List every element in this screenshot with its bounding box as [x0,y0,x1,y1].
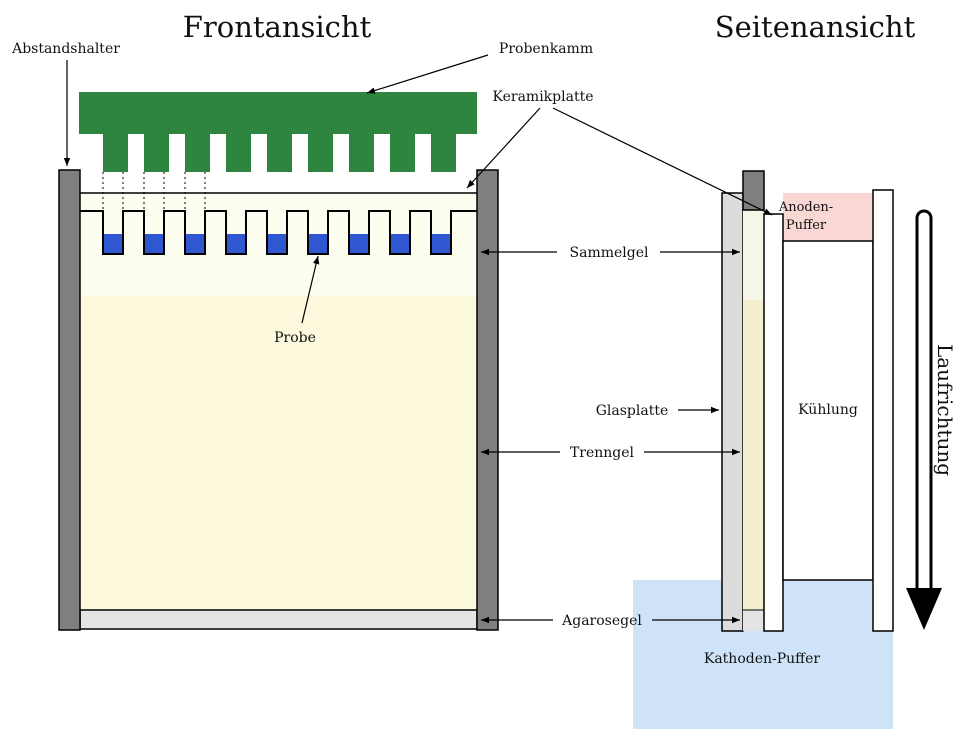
comb-label: Probenkamm [499,41,593,57]
side-view [633,170,942,729]
leader-lines [63,54,773,624]
sample-well [349,234,369,253]
spacer-right [476,169,499,631]
running-direction-arrowhead [906,588,942,630]
cathode-buffer-label: Kathoden-Puffer [704,651,821,667]
anode-buffer [783,193,873,241]
side-view-title: Seitenansicht [715,10,916,44]
ceramic-plate-side [763,213,784,632]
gel-side-stacking [743,210,764,300]
sample-leader [301,255,320,324]
anode-buffer-label-line2: Puffer [786,218,827,233]
spacer-label: Abstandshalter [11,41,120,57]
sample-label: Probe [274,330,316,346]
spacer-left [58,169,81,631]
resolving-gel-front [80,296,477,610]
sample-well [103,234,123,253]
cooling-label: Kühlung [798,402,858,418]
glass-plate-label: Glasplatte [596,403,669,419]
ceramic-leader-side [552,107,773,216]
sample-well [390,234,410,253]
run-direction-label: Laufrichtung [933,344,957,476]
sample-well [185,234,205,253]
sample-well [226,234,246,253]
front-view [58,92,499,631]
anode-buffer-label-line1: Anoden- [778,200,833,215]
comb-guide-lines [102,172,206,211]
sample-comb [79,92,477,172]
agarose-gel-label: Agarosegel [561,613,642,629]
cooling-chamber [782,240,874,581]
agarose-gel-front [79,609,478,630]
front-view-title: Frontansicht [183,10,372,44]
outer-plate-side [872,189,894,632]
sample-well [308,234,328,253]
gel-side-agarose [743,610,764,631]
comb-leader [366,54,489,94]
resolving-gel-label: Trenngel [570,445,635,461]
glass-plate-side [721,192,744,632]
sample-well [267,234,287,253]
sample-comb-side [742,170,765,211]
ceramic-leader-front [466,107,541,189]
sample-wells [103,234,451,253]
sample-well [431,234,451,253]
well-outline [80,210,477,255]
gel-side-resolving [743,300,764,610]
sample-well [144,234,164,253]
stacking-gel-label: Sammelgel [570,245,649,261]
running-direction-arrow [915,209,933,592]
ceramic-plate-label: Keramikplatte [493,89,594,105]
